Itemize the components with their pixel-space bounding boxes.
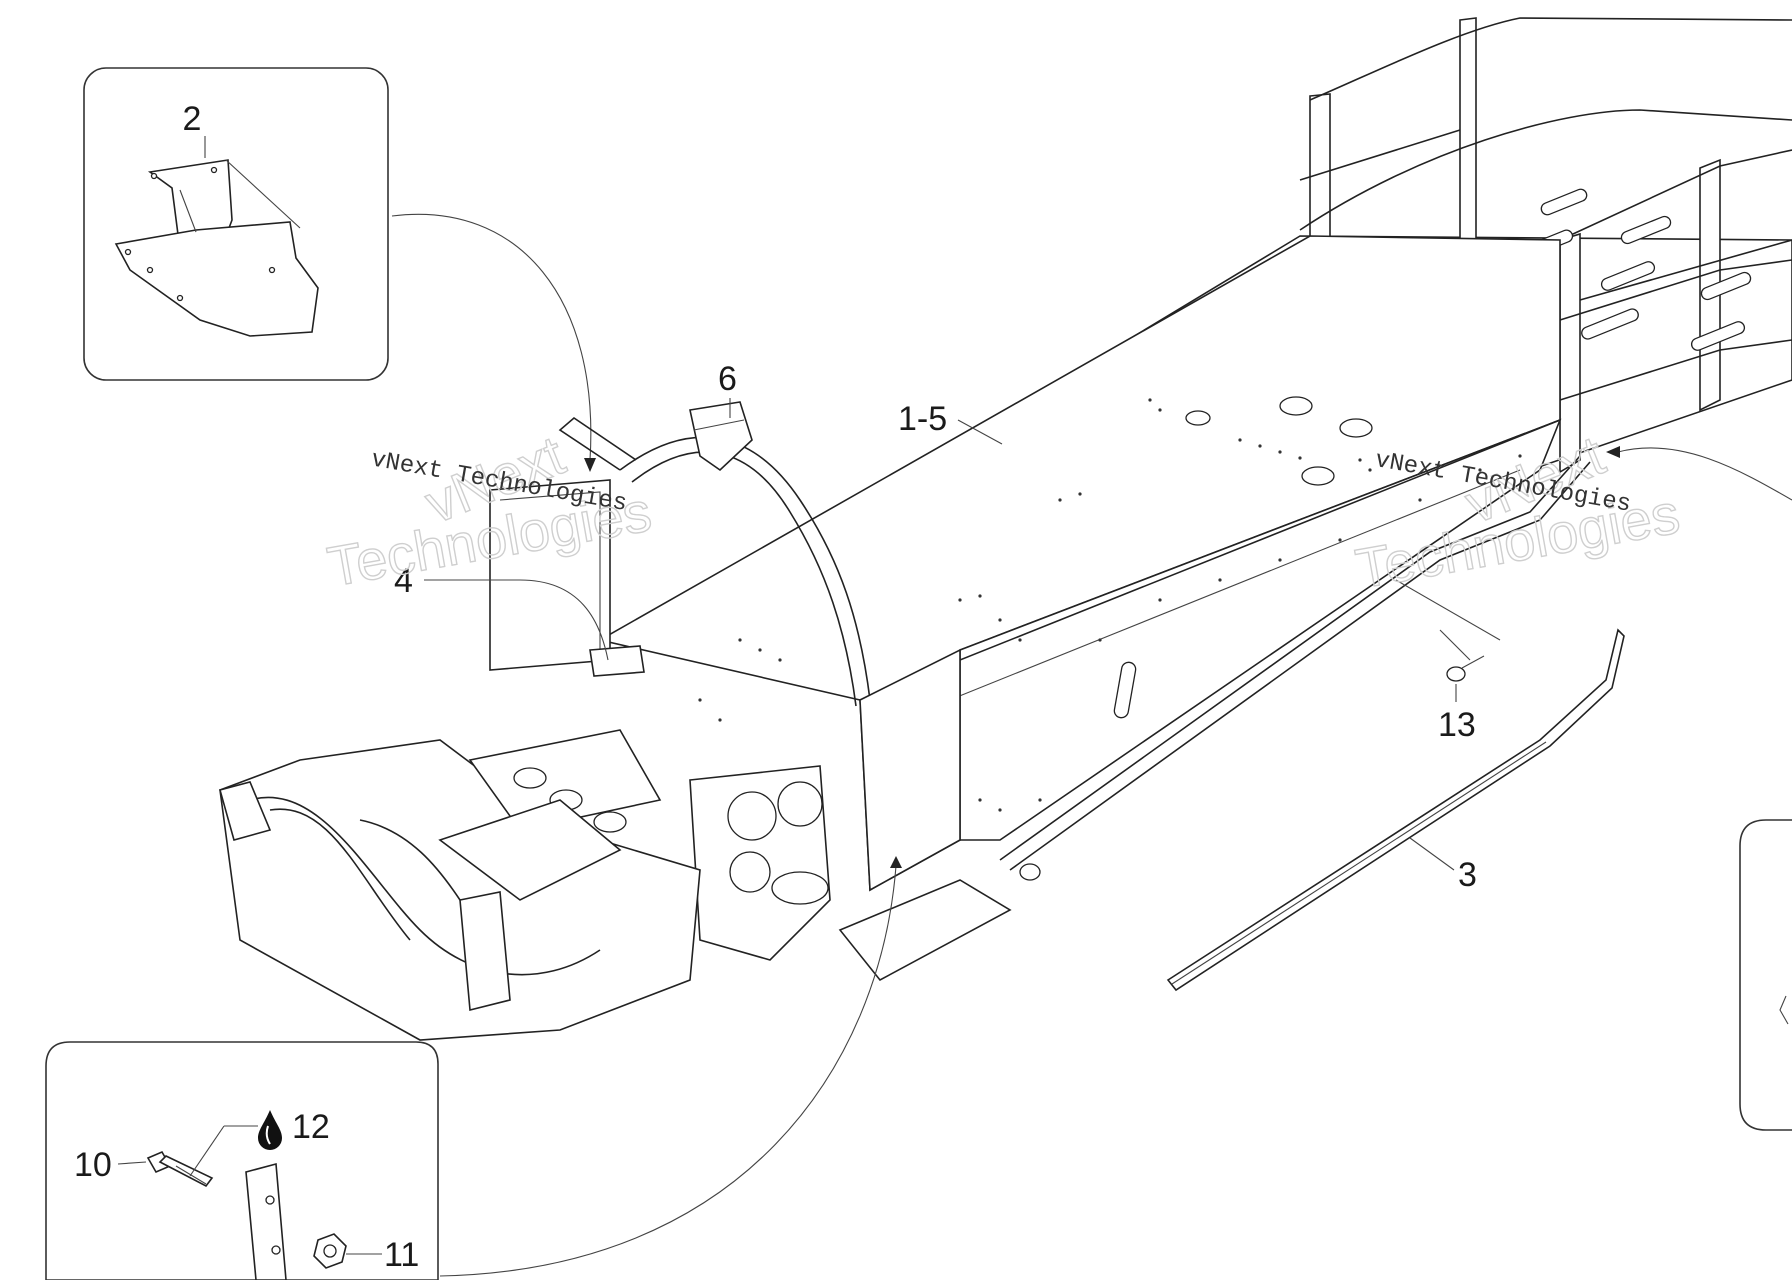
callout-6: 6 (718, 360, 737, 398)
callout-10: 10 (74, 1146, 112, 1184)
bracket-part-2 (114, 159, 319, 337)
detail-box-part-2: 2 (83, 67, 389, 381)
callout-11: 11 (384, 1236, 419, 1274)
main-frame-body (597, 235, 1562, 892)
plug-part-13 (1439, 629, 1485, 682)
front-frame (219, 401, 1012, 1041)
leader-fasteners (439, 865, 897, 1277)
side-tube-rail (999, 455, 1591, 881)
callout-12: 12 (292, 1108, 330, 1146)
skid-bar-part-3 (1166, 628, 1625, 992)
callout-4: 4 (394, 562, 413, 600)
callout-13: 13 (1438, 706, 1476, 744)
leader-right (1617, 447, 1792, 501)
nut-part-11 (313, 1233, 347, 1269)
detail-box-right-partial (1739, 819, 1792, 1131)
rivet-dots (698, 398, 1522, 812)
oil-drop-icon (258, 1110, 282, 1150)
detail-box-fasteners: 10 11 12 (45, 1041, 439, 1280)
leader-part-2 (391, 213, 592, 461)
callout-2: 2 (183, 100, 202, 138)
callout-3: 3 (1458, 856, 1477, 894)
bolt-part-10 (146, 1150, 214, 1188)
callout-1-5: 1-5 (898, 400, 947, 438)
